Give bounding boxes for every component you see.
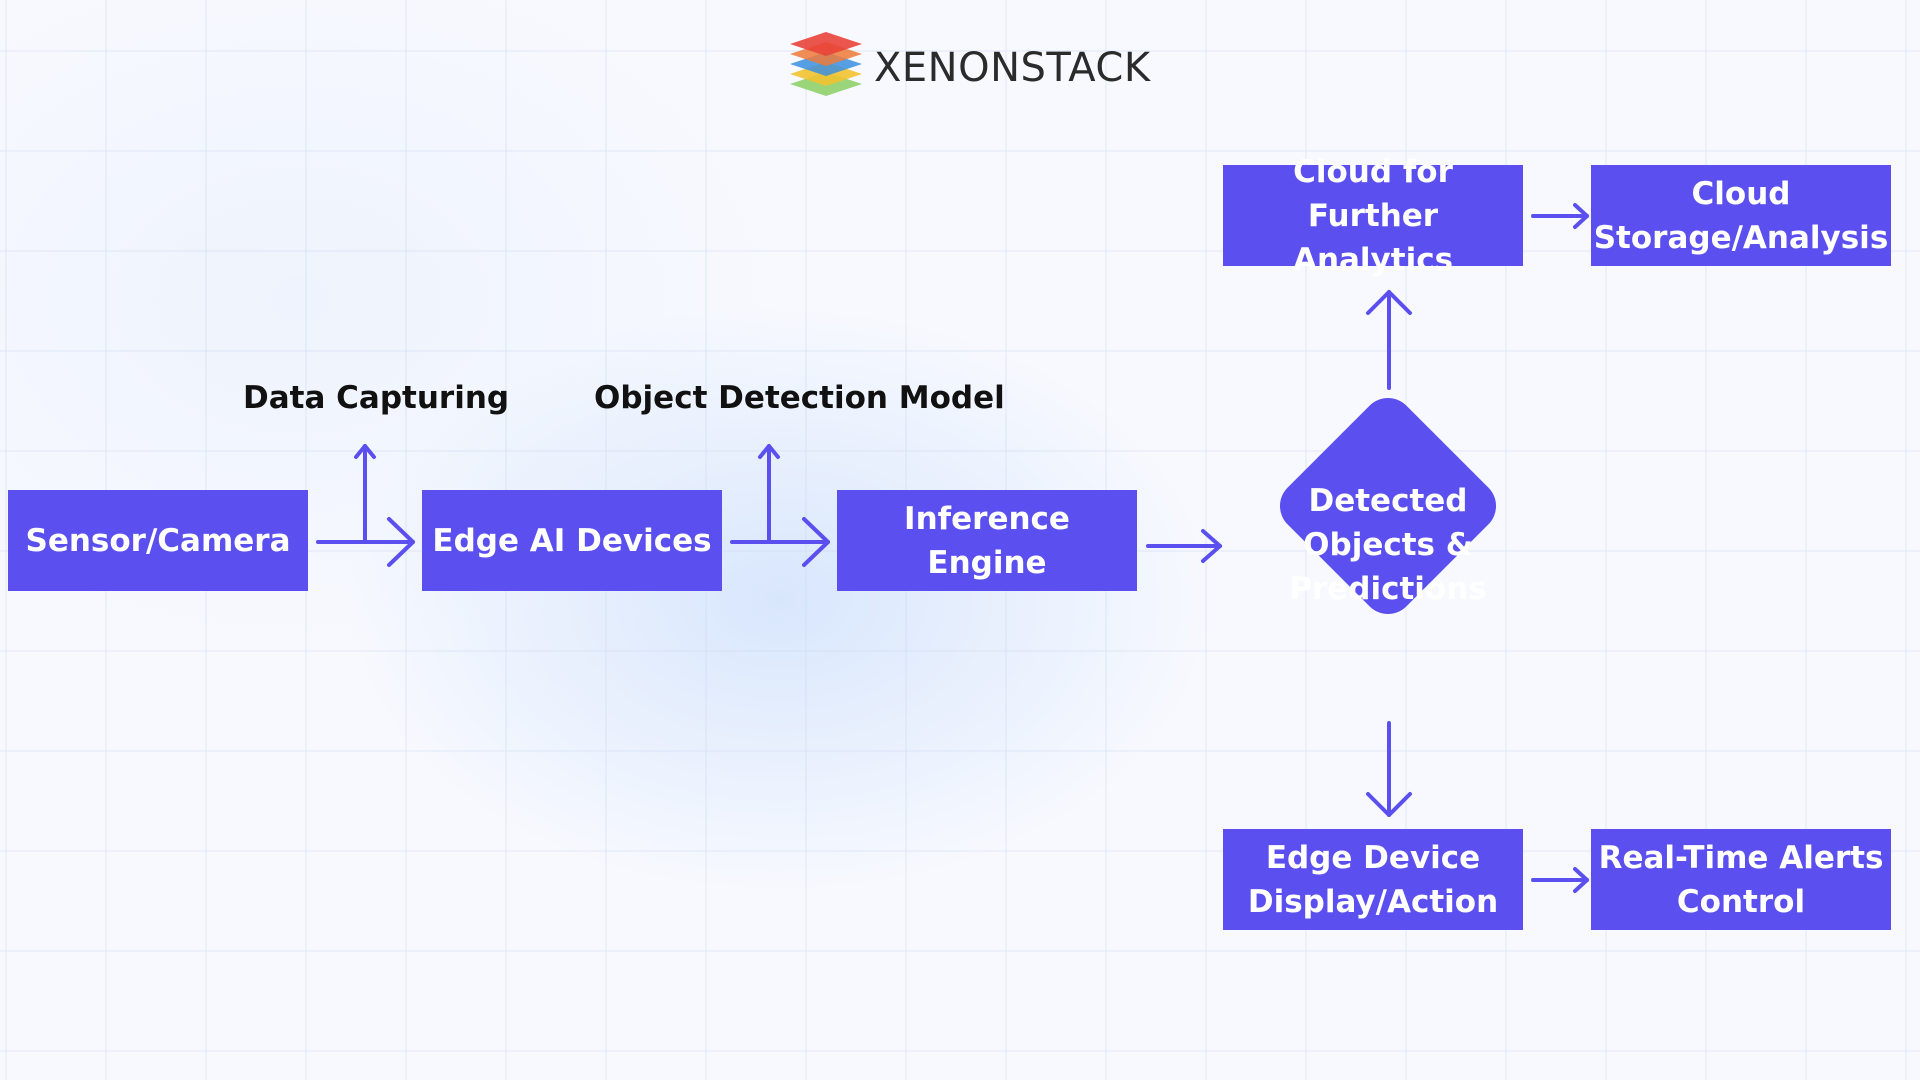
node-cloud-storage: Cloud Storage/Analysis: [1591, 165, 1891, 266]
xenonstack-logo: XENONSTACK: [788, 26, 1151, 110]
arrow-cloud-to-storage: [1531, 203, 1589, 229]
arrow-inference-to-detected: [1146, 529, 1222, 563]
arrow-detected-to-cloud: [1366, 290, 1412, 390]
node-sensor-camera: Sensor/Camera: [8, 490, 308, 591]
node-edge-ai-devices: Edge AI Devices: [422, 490, 722, 591]
node-cloud-analytics: Cloud for Further Analytics: [1223, 154, 1523, 278]
arrow-edge-ai-to-inference: [730, 517, 830, 567]
node-real-time-alerts: Real-Time Alerts Control: [1591, 829, 1891, 930]
brand-name: XENONSTACK: [874, 45, 1151, 91]
label-object-detection-model: Object Detection Model: [594, 380, 1005, 416]
arrow-data-capturing-up: [354, 444, 376, 542]
label-data-capturing: Data Capturing: [243, 380, 510, 416]
detected-diamond-shape: [1279, 397, 1497, 615]
arrow-detected-to-edge-display: [1366, 721, 1412, 817]
layered-stack-icon: [790, 32, 862, 96]
node-detected-objects: Detected Objects & Predictions: [1289, 483, 1487, 607]
node-inference-engine: Inference Engine: [837, 490, 1137, 591]
arrow-object-detection-up: [758, 444, 780, 542]
node-edge-device-display: Edge Device Display/Action: [1223, 829, 1523, 930]
arrow-display-to-alerts: [1531, 867, 1589, 893]
arrow-sensor-to-edge-ai: [316, 517, 415, 567]
